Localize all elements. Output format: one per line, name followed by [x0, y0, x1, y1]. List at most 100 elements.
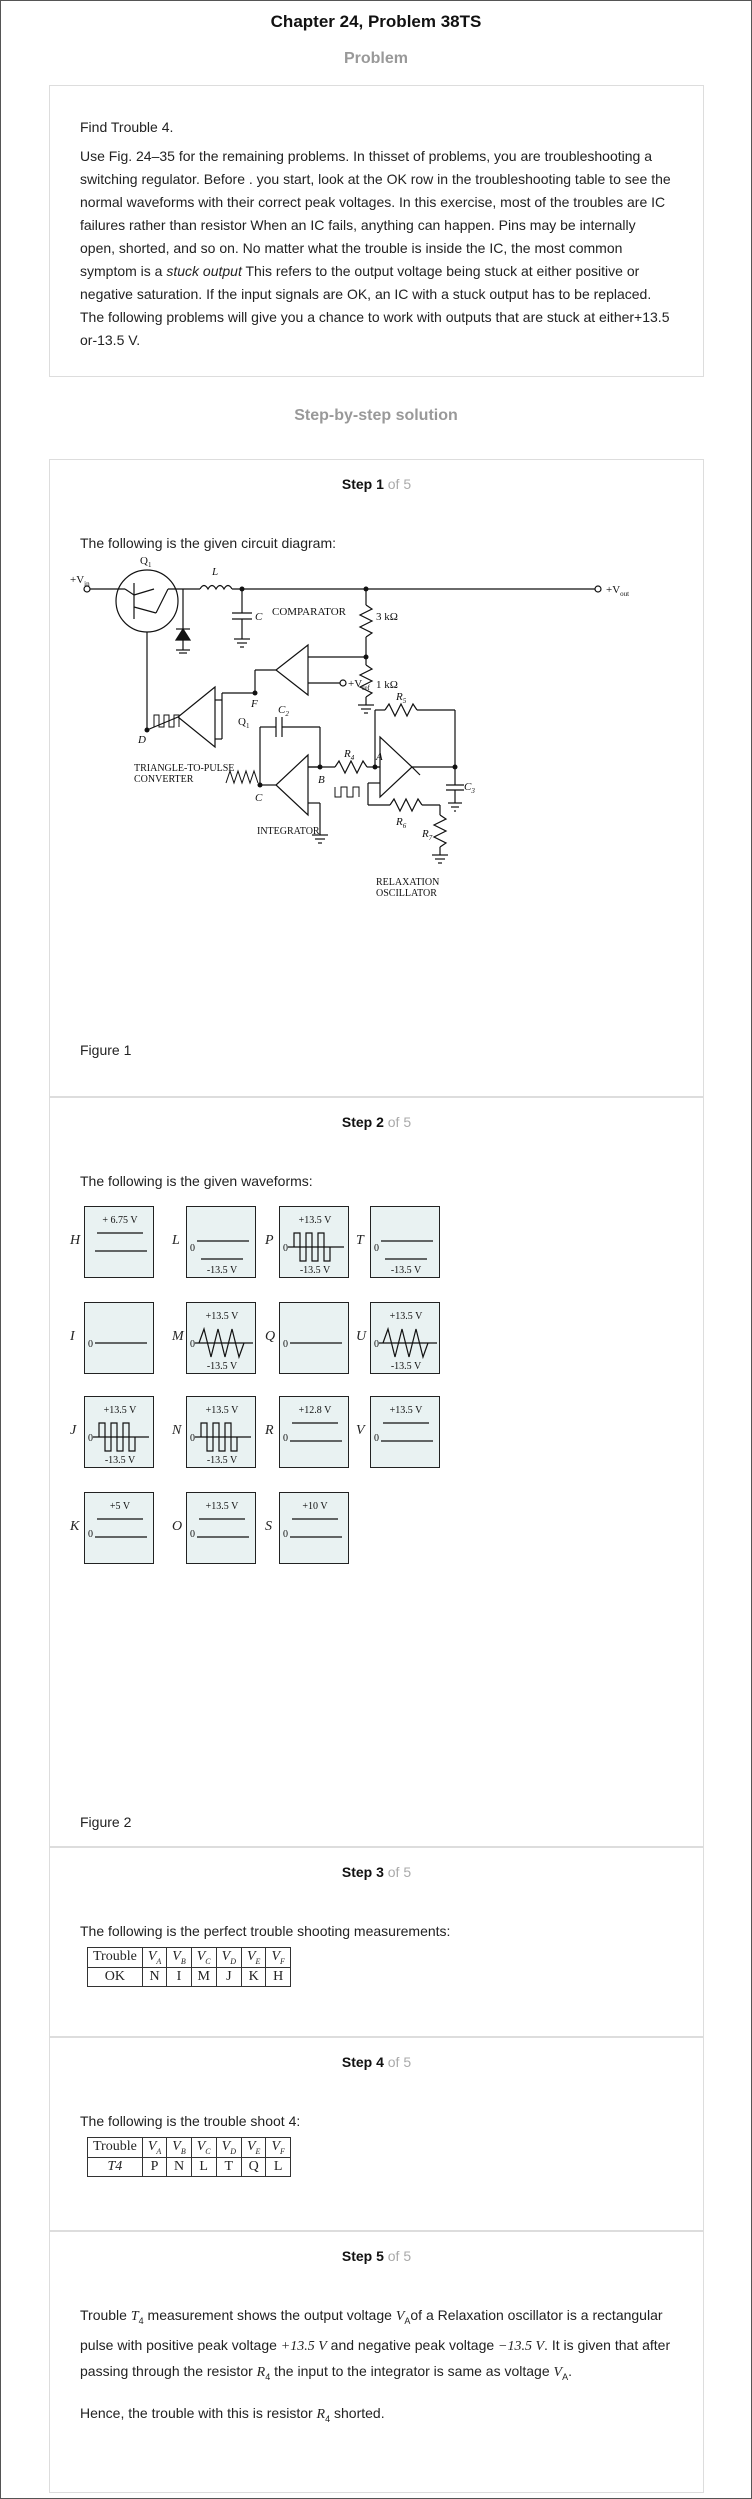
waveform-box-v: 0 +13.5 V [370, 1396, 440, 1468]
triangle-wave [198, 1326, 245, 1360]
problem-italic: stuck output [166, 263, 242, 279]
table-cell: Q [240, 2156, 267, 2177]
zero-label: 0 [283, 1339, 288, 1350]
table-cell: J [215, 1966, 242, 1987]
peak-neg-label: -13.5 V [300, 1265, 331, 1276]
zero-label: 0 [374, 1433, 379, 1444]
inductor-label: L [211, 566, 218, 578]
relax-label-2: OSCILLATOR [376, 888, 437, 899]
waveform-box-s: 0+10 V [279, 1492, 349, 1564]
peak-pos-label: +5 V [110, 1501, 131, 1512]
r7-label: R7 [421, 828, 433, 842]
step-of: of 5 [387, 476, 412, 492]
r1k-label: 1 kΩ [376, 679, 398, 691]
q1-mid-label: Q1 [238, 716, 250, 730]
peak-pos-label: +13.5 V [206, 1405, 239, 1416]
step5-paragraph1: Trouble T4 measurement shows the output … [80, 2307, 671, 2382]
waveform-box-o: 0 +13.5 V [186, 1492, 256, 1564]
step-of: of 5 [387, 2248, 412, 2264]
step5-paragraph2: Hence, the trouble with this is resistor… [80, 2404, 385, 2424]
r5-label: R5 [395, 691, 407, 705]
step-card-2: Step 2 of 5 The following is the given w… [49, 1097, 704, 1847]
waveform-letter: U [356, 1329, 367, 1344]
peak-neg-label: -13.5 V [207, 1361, 238, 1372]
table-header-cell: VD [215, 2137, 242, 2158]
relax-label-1: RELAXATION [376, 877, 439, 888]
waveform-plot: 0+12.8 V [283, 1405, 342, 1444]
step3-text: The following is the perfect trouble sho… [80, 1923, 451, 1939]
zero-label: 0 [88, 1529, 93, 1540]
peak-neg-label: -13.5 V [391, 1361, 422, 1372]
step-card-1: Step 1 of 5 The following is the given c… [49, 459, 704, 1097]
waveform-letter: M [172, 1329, 184, 1344]
zero-label: 0 [88, 1433, 93, 1444]
step-heading-3: Step 3 of 5 [50, 1864, 703, 1880]
ttp-label-2: CONVERTER [134, 774, 194, 785]
waveform-letter: K [70, 1519, 80, 1534]
table-cell: L [265, 2156, 291, 2177]
vref-label: +Vref [348, 678, 371, 692]
waveform-letter: L [172, 1233, 180, 1248]
problem-line1: Find Trouble 4. [80, 119, 174, 135]
zero-label: 0 [190, 1529, 195, 1540]
circuit-diagram: +Vin +Vout Q1 L C COMPARATOR 3 kΩ 1 kΩ +… [70, 555, 629, 899]
cap-c-label: C [255, 611, 263, 623]
triangle-wave [382, 1326, 429, 1360]
waveform-box-u: 0+13.5 V-13.5 V [370, 1302, 440, 1374]
problem-body-text2: This refers to the output voltage being … [80, 263, 670, 348]
step-heading-5: Step 5 of 5 [50, 2248, 703, 2264]
peak-pos-label: +13.5 V [299, 1215, 332, 1226]
table-cell: T4 [87, 2156, 143, 2177]
table-header-cell: Trouble [87, 2137, 143, 2158]
vout-label: +Vout [606, 584, 629, 598]
table-cell: T [215, 2156, 242, 2177]
peak-pos-label: +13.5 V [390, 1405, 423, 1416]
waveform-letter: T [356, 1233, 364, 1248]
waveform-plot: 0 [283, 1339, 342, 1350]
waveform-letter: J [70, 1423, 77, 1438]
step-label: Step 4 [341, 2054, 384, 2070]
r4-label: R4 [343, 748, 355, 762]
waveform-letter: S [265, 1519, 272, 1534]
peak-pos-label: +13.5 V [390, 1311, 423, 1322]
step-card-3: Step 3 of 5 The following is the perfect… [49, 1847, 704, 2037]
integrator-label: INTEGRATOR [257, 826, 320, 837]
waveform-plot: 0+13.5 V-13.5 V [283, 1215, 344, 1276]
waveform-plot: 0 +5 V [88, 1501, 147, 1540]
zero-label: 0 [374, 1243, 379, 1254]
vin-label: +Vin [70, 574, 90, 588]
q1-top-label: Q1 [140, 555, 152, 569]
peak-pos-label: +13.5 V [206, 1501, 239, 1512]
square-wave [200, 1422, 238, 1452]
zero-label: 0 [190, 1433, 195, 1444]
waveform-box-l: 0-13.5 V [186, 1206, 256, 1278]
waveform-plot: 0+13.5 V-13.5 V [88, 1405, 149, 1466]
r6-label: R6 [395, 816, 407, 830]
waveform-box-t: 0-13.5 V [370, 1206, 440, 1278]
table-header-cell: VA [141, 1947, 168, 1968]
waveform-box-r: 0+12.8 V [279, 1396, 349, 1468]
table-cell: N [141, 1966, 168, 1987]
table-cell: M [190, 1966, 217, 1987]
waveform-plot: 0+13.5 V-13.5 V [190, 1405, 251, 1466]
figure2-caption: Figure 2 [80, 1814, 132, 1830]
node-f-label: F [250, 698, 258, 710]
waveform-plot: 0+10 V [283, 1501, 342, 1540]
waveform-plot: 0 [88, 1339, 147, 1350]
waveform-letter: H [70, 1233, 81, 1248]
node-b-label: B [318, 774, 325, 786]
figure1-caption: Figure 1 [80, 1042, 132, 1058]
waveform-box-k: 0 +5 V [84, 1492, 154, 1564]
waveform-letter: I [70, 1329, 75, 1344]
problem-body-text: Use Fig. 24–35 for the remaining problem… [80, 148, 671, 279]
table-cell: OK [87, 1966, 143, 1987]
table-header-cell: Trouble [87, 1947, 143, 1968]
step-of: of 5 [387, 2054, 412, 2070]
peak-neg-label: -13.5 V [207, 1265, 238, 1276]
step-heading-1: Step 1 of 5 [50, 476, 703, 492]
table-header-cell: VF [265, 2137, 291, 2158]
table-cell: L [190, 2156, 217, 2177]
